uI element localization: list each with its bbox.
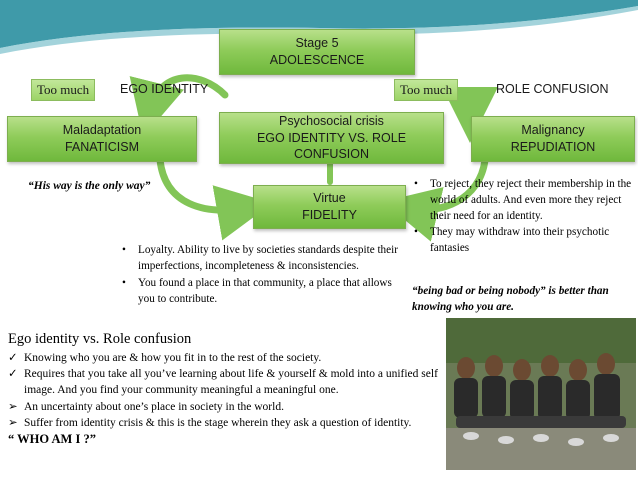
left-too-much-tag: Too much — [31, 79, 96, 101]
right-bullet-1: To reject, they reject their membership … — [412, 177, 634, 225]
virtue-name: FIDELITY — [302, 208, 357, 222]
who-am-i-question: “ WHO AM I ?” — [8, 432, 96, 447]
stage-name: ADOLESCENCE — [269, 53, 365, 67]
bottom-item-3: ➢ An uncertainty about one’s place in soc… — [8, 399, 448, 415]
stage-box: Stage 5 ADOLESCENCE — [219, 29, 415, 75]
check-icon: ✓ — [8, 351, 18, 364]
maladaptation-box: Maladaptation FANATICISM — [7, 116, 197, 162]
maladaptation-name: FANATICISM — [64, 140, 140, 154]
stage-title: Stage 5 — [295, 36, 339, 51]
virtue-title: Virtue — [313, 191, 346, 206]
left-quote: “His way is the only way” — [28, 180, 151, 192]
center-bullet-2: You found a place in that community, a p… — [120, 276, 408, 308]
crisis-line2: EGO IDENTITY VS. ROLE — [256, 130, 407, 145]
malignancy-name: REPUDIATION — [510, 140, 596, 154]
arrow-stage-to-maladaptation-icon — [129, 74, 229, 138]
bottom-section: Ego identity vs. Role confusion ✓ Knowing… — [8, 329, 448, 449]
bottom-item-4: ➢ Suffer from identity crisis & this is t… — [8, 415, 448, 431]
right-quote: “being bad or being nobody” is better th… — [412, 285, 609, 313]
right-too-much-tag: Too much — [394, 79, 459, 101]
check-icon: ✓ — [8, 367, 18, 380]
crisis-title: Psychosocial crisis — [279, 113, 384, 128]
bottom-item-3-text: An uncertainty about one’s place in soci… — [24, 400, 284, 413]
right-bullet-list: To reject, they reject their membership … — [412, 177, 634, 257]
arrow-maladaptation-to-virtue-icon — [156, 156, 273, 241]
bottom-list: ✓ Knowing who you are & how you fit in to… — [8, 350, 448, 432]
crisis-line3: CONFUSION — [294, 147, 369, 162]
left-ego-identity-label: EGO IDENTITY — [120, 82, 209, 96]
right-bullet-2: They may withdraw into their psychotic f… — [412, 225, 634, 257]
bottom-item-1-text: Knowing who you are & how you fit in to … — [24, 351, 322, 364]
malignancy-box: Malignancy REPUDIATION — [471, 116, 635, 162]
bottom-item-2-text: Requires that you take all you’ve learni… — [24, 367, 438, 397]
group-photo-image — [446, 318, 636, 470]
group-photo — [446, 318, 636, 470]
virtue-box: Virtue FIDELITY — [253, 185, 406, 229]
crisis-box: Psychosocial crisis EGO IDENTITY VS. ROL… — [219, 112, 444, 164]
bottom-item-1: ✓ Knowing who you are & how you fit in to… — [8, 350, 448, 366]
malignancy-title: Malignancy — [521, 123, 585, 138]
bottom-item-2: ✓ Requires that you take all you’ve learn… — [8, 366, 448, 399]
bottom-item-4-text: Suffer from identity crisis & this is th… — [24, 416, 412, 429]
bottom-heading: Ego identity vs. Role confusion — [8, 331, 192, 347]
arrow-bullet-icon: ➢ — [8, 416, 18, 429]
center-bullet-1: Loyalty. Ability to live by societies st… — [120, 243, 408, 275]
arrow-bullet-icon: ➢ — [8, 400, 18, 413]
maladaptation-title: Maladaptation — [62, 123, 142, 138]
center-bullet-list: Loyalty. Ability to live by societies st… — [120, 243, 408, 308]
right-role-confusion-label: ROLE CONFUSION — [496, 82, 609, 96]
